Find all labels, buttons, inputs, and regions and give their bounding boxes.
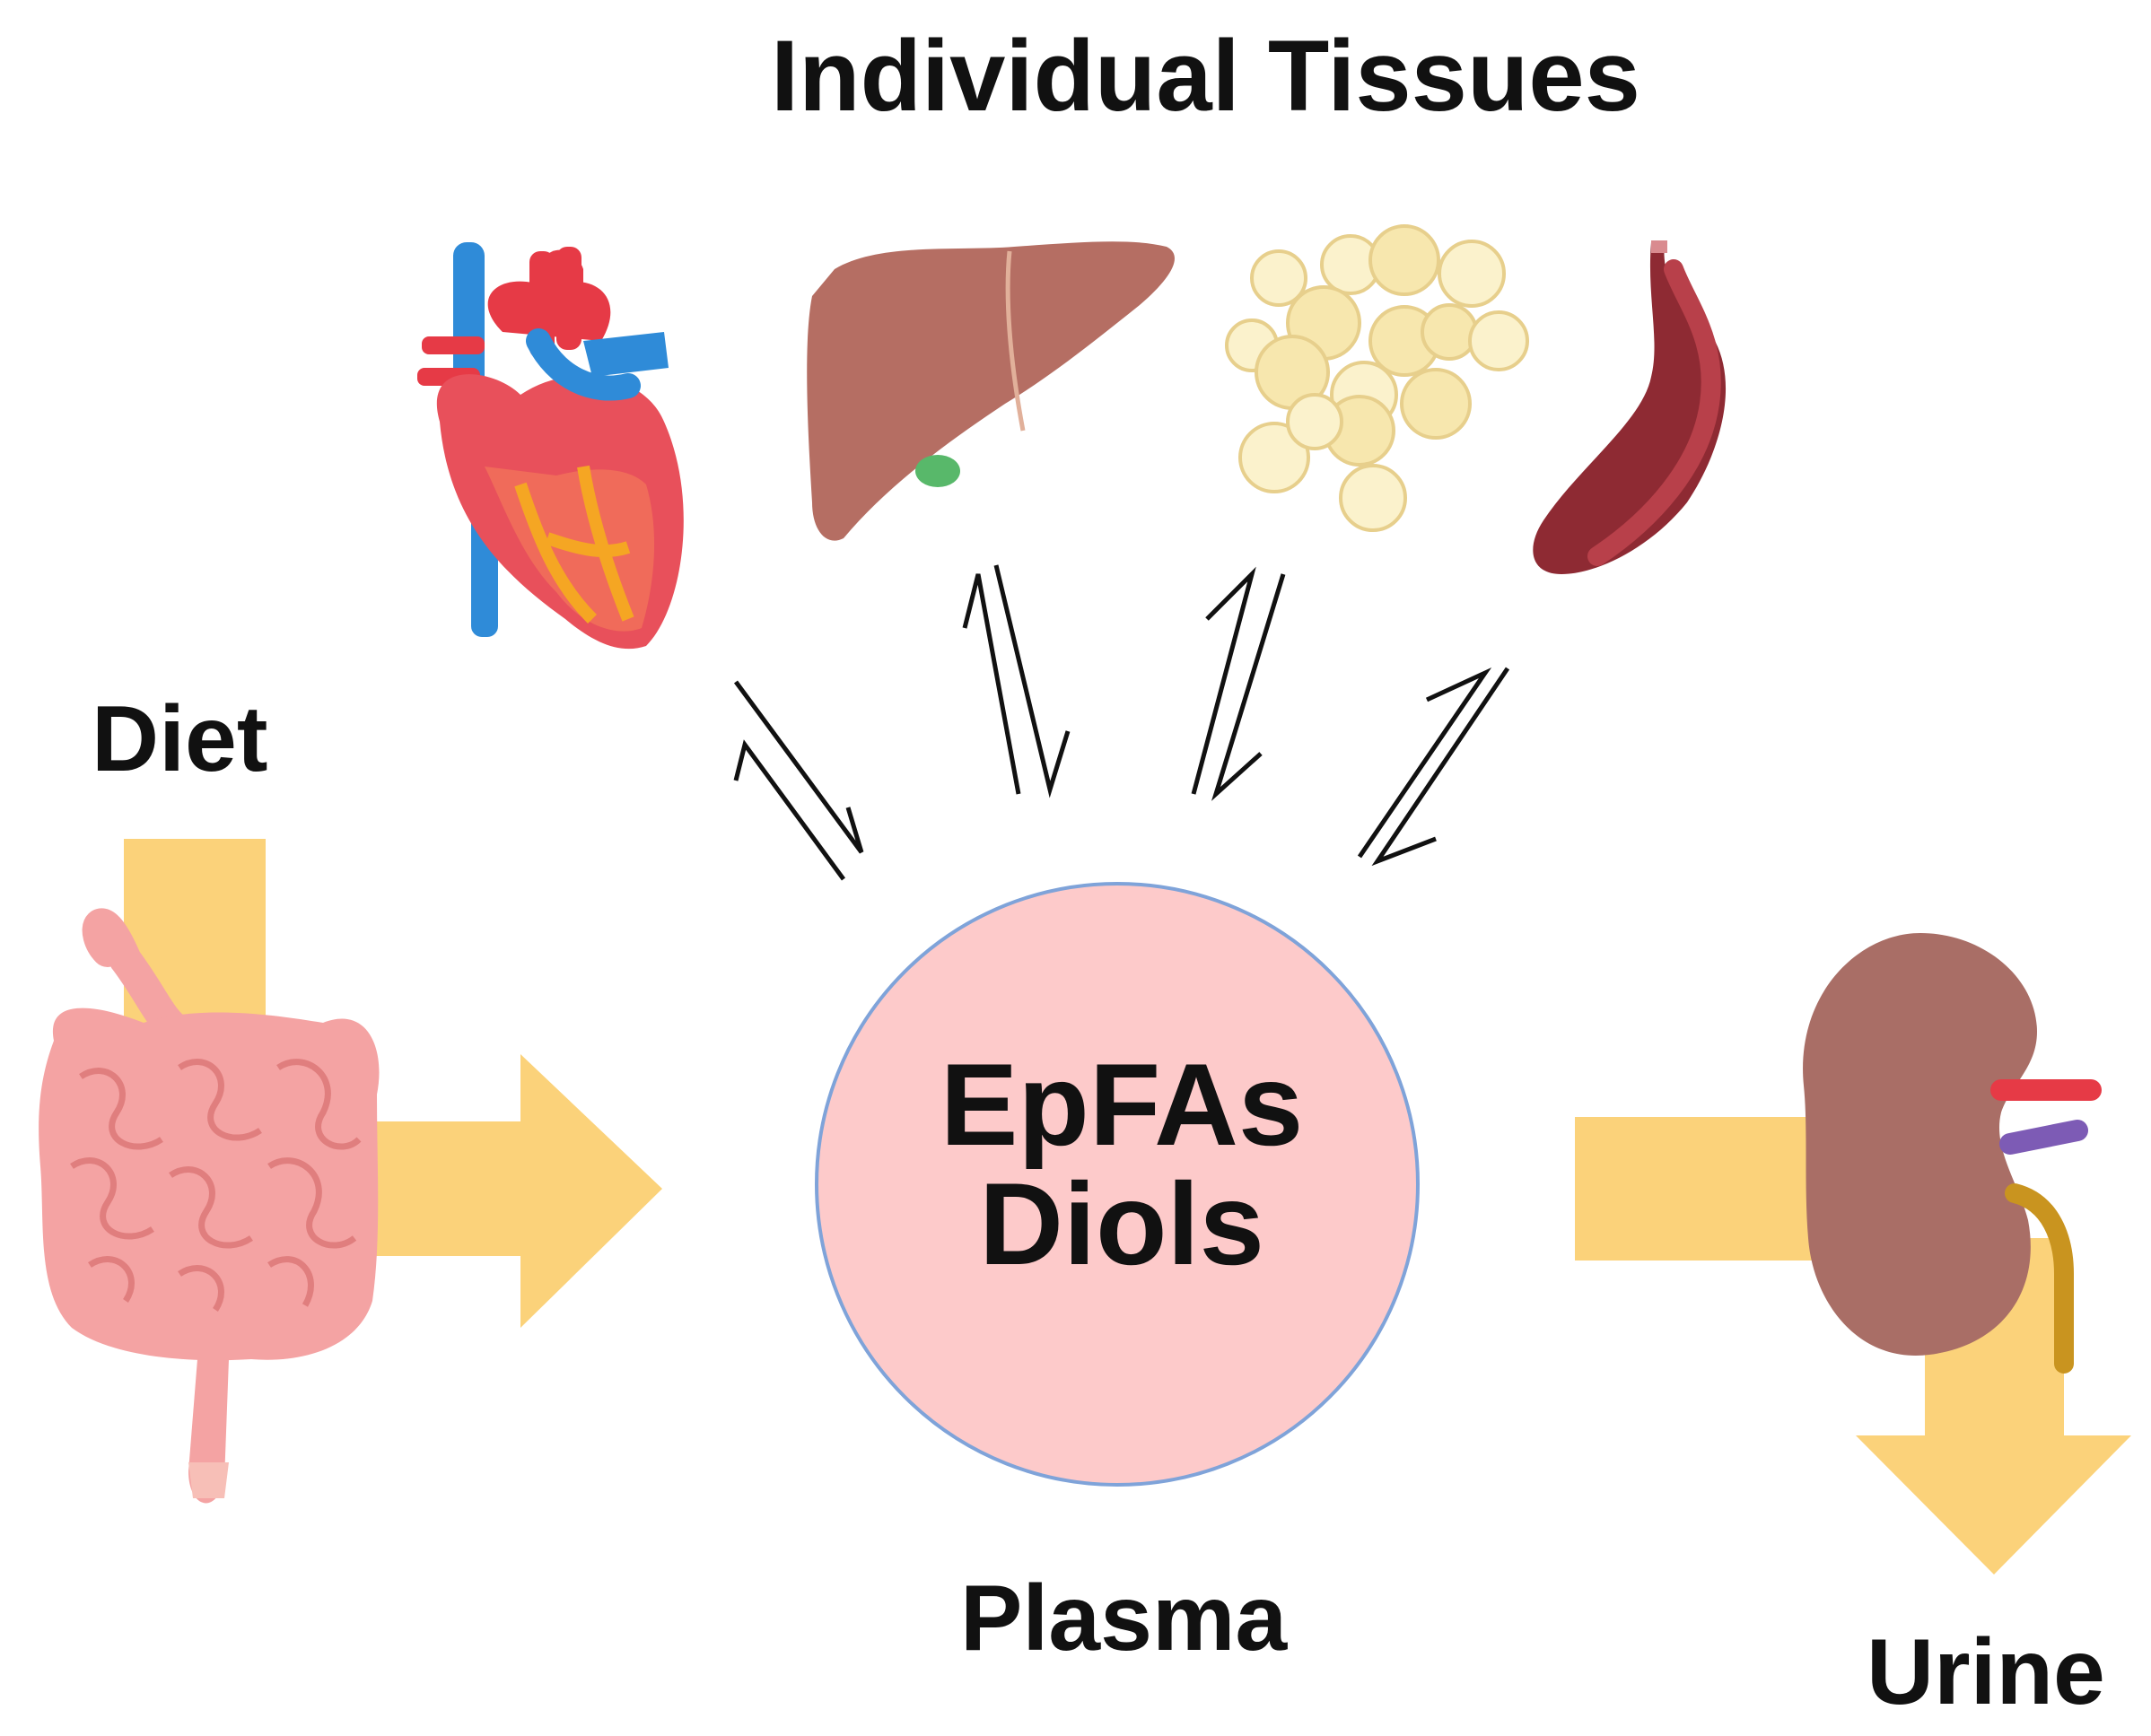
adipose-icon	[1225, 224, 1529, 532]
plasma-label: Plasma	[960, 1566, 1288, 1671]
equilibrium-arrow-heart	[733, 680, 864, 881]
equilibrium-arrow-muscle	[1357, 667, 1510, 867]
equilibrium-arrow-liver	[962, 564, 1071, 798]
kidney-icon	[1803, 933, 2102, 1374]
intestine-icon	[39, 908, 380, 1504]
diagram-title: Individual Tissues	[771, 20, 1640, 132]
plasma-compartment	[815, 882, 1420, 1487]
heart-icon	[417, 242, 684, 650]
diet-label: Diet	[92, 687, 268, 791]
liver-icon	[807, 241, 1175, 541]
absorption-arrow	[350, 1054, 662, 1328]
muscle-icon	[1533, 240, 1727, 574]
plasma-contents: EpFAs Diols	[826, 1045, 1418, 1283]
epfas-label: EpFAs	[940, 1039, 1304, 1170]
diols-label: Diols	[979, 1157, 1264, 1289]
equilibrium-arrow-adipose	[1191, 566, 1286, 801]
urine-label: Urine	[1867, 1620, 2105, 1724]
